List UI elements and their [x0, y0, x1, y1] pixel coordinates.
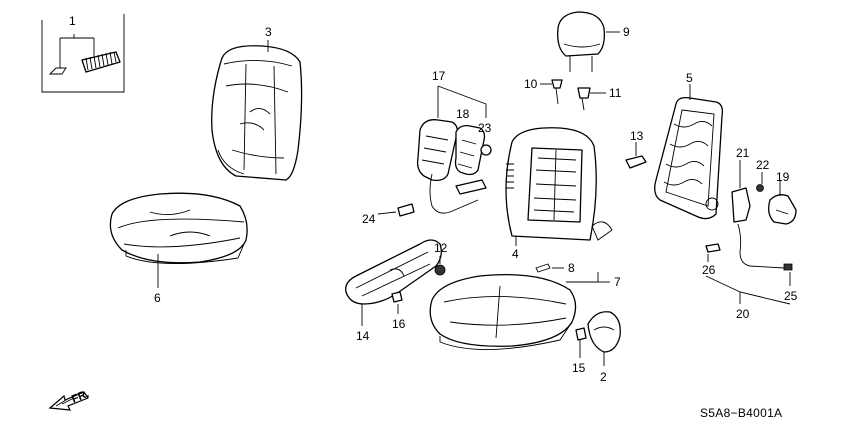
seat-back-frame [654, 84, 724, 220]
callout-24: 24 [362, 212, 376, 226]
side-switch-assembly [377, 85, 492, 217]
callout-18: 18 [456, 107, 470, 121]
headrest-guides [540, 79, 606, 111]
callout-9: 9 [623, 25, 630, 39]
seat-back-cover [211, 40, 303, 181]
knob-and-clip [391, 256, 446, 314]
seat-cushion-pad [429, 263, 610, 350]
callout-labels: 1 2 3 5 6 7 8 9 10 11 12 13 14 15 16 17 … [69, 14, 798, 384]
recliner-cover [345, 239, 442, 326]
callout-10: 10 [524, 77, 538, 91]
seat-cushion-cover [109, 192, 248, 288]
lumbar-wiring [705, 160, 797, 305]
front-direction-arrow [48, 391, 89, 411]
callout-12: 12 [434, 241, 448, 255]
callout-5: 5 [686, 71, 693, 85]
callout-7: 7 [614, 275, 621, 289]
callout-26: 26 [702, 263, 716, 277]
callout-25: 25 [784, 289, 798, 303]
callout-20: 20 [736, 307, 750, 321]
callout-8: 8 [568, 261, 575, 275]
callout-22: 22 [756, 158, 770, 172]
callout-11: 11 [609, 86, 622, 100]
callout-17: 17 [432, 69, 446, 83]
callout-3: 3 [265, 25, 272, 39]
part-13-pad [625, 142, 647, 169]
callout-13: 13 [630, 129, 644, 143]
inset-box [41, 14, 125, 93]
callout-2: 2 [600, 370, 607, 384]
callout-15: 15 [572, 361, 586, 375]
callout-19: 19 [776, 170, 790, 184]
seat-back-pad [505, 127, 613, 246]
diagram-code: S5A8−B4001A [700, 406, 782, 420]
callout-14: 14 [356, 329, 370, 343]
callout-4: 4 [512, 247, 519, 261]
callout-6: 6 [154, 291, 161, 305]
corner-trim [575, 311, 621, 366]
callout-1: 1 [69, 14, 76, 28]
headrest [557, 11, 620, 72]
callout-21: 21 [736, 146, 750, 160]
callout-23: 23 [478, 121, 492, 135]
callout-16: 16 [392, 317, 406, 331]
front-direction-label: FR. [70, 388, 91, 406]
